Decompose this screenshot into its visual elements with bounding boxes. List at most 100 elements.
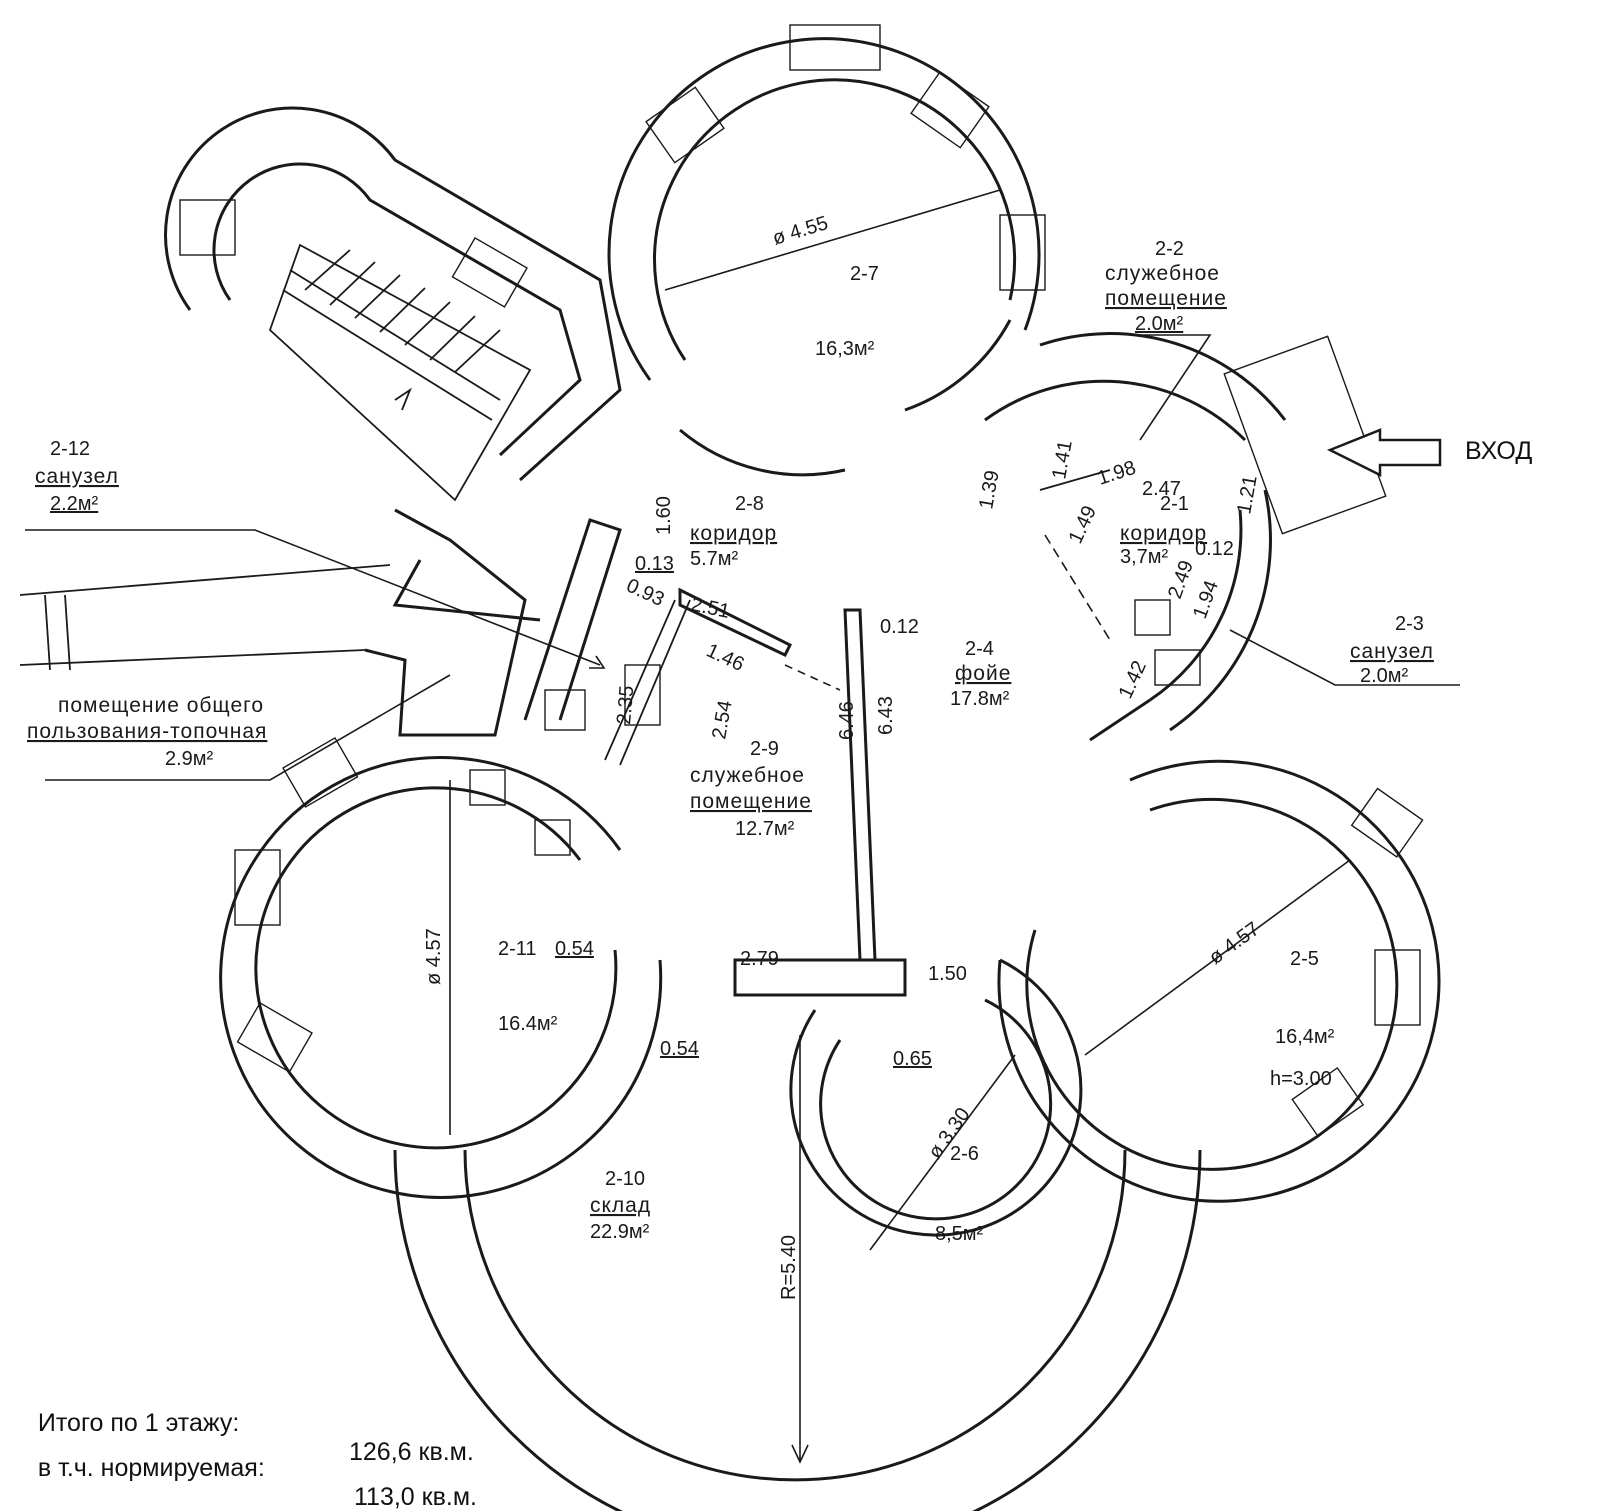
dim-len-142: 1.42 <box>1115 658 1151 703</box>
leader-lines <box>25 334 1460 781</box>
room-2-5-height: h=3.00 <box>1270 1068 1332 1090</box>
dim-len-013: 0.13 <box>635 553 674 575</box>
dim-len-247: 2.47 <box>1142 478 1181 500</box>
dim-len-065: 0.65 <box>893 1048 932 1070</box>
totals-line-1: Итого по 1 этажу: 126,6 кв.м. <box>24 1380 474 1467</box>
totals-line-1-label: Итого по 1 этажу: <box>37 1409 240 1437</box>
totals-line-2-value: 113,0 кв.м. <box>354 1483 477 1511</box>
room-2-6-id: 2-6 <box>950 1143 979 1165</box>
wall-room-2-6 <box>789 958 1083 1237</box>
totals-line-1-value: 126,6 кв.м. <box>349 1438 474 1466</box>
dim-d-2-11: ø 4.57 <box>423 928 445 985</box>
totals-line-2: в т.ч. нормируемая: 113,0 кв.м. <box>24 1425 477 1512</box>
dim-len-254: 2.54 <box>708 699 736 741</box>
room-2-6-label: 2-6 8,5м² <box>935 1143 984 1245</box>
room-2-8-id: 2-8 <box>735 493 764 515</box>
interior-partitions <box>364 508 907 997</box>
dim-len-251: 2.51 <box>689 593 732 623</box>
dimension-lines <box>449 189 1351 1464</box>
wall-room-2-7 <box>607 24 1046 477</box>
dim-len-012: 0.12 <box>880 616 919 638</box>
room-2-11-id: 2-11 <box>498 938 537 960</box>
dimension-labels: ø 4.55 ø 4.57 ø 4.57 ø 3.30 R=5.40 6.43 … <box>423 212 1264 1300</box>
dim-len-235: 2.35 <box>613 685 638 726</box>
room-2-4-area: 17.8м² <box>950 688 1010 710</box>
room-2-9-area: 12.7м² <box>735 818 795 840</box>
room-2-8-name: коридор <box>690 522 777 545</box>
room-boiler-area: 2.9м² <box>165 748 214 770</box>
dim-len-146: 1.46 <box>703 640 748 676</box>
room-2-7-id: 2-7 <box>850 263 879 285</box>
entrance-arrow-icon <box>1326 428 1442 478</box>
room-2-10-id: 2-10 <box>605 1168 645 1190</box>
room-2-1-name: коридор <box>1120 522 1207 545</box>
dim-len-139: 1.39 <box>975 469 1003 511</box>
room-2-3-name: санузел <box>1350 640 1434 663</box>
dim-len-141: 1.41 <box>1048 439 1076 481</box>
room-2-10-name: склад <box>590 1194 651 1217</box>
dim-d-2-7: ø 4.55 <box>770 212 831 250</box>
room-2-8-area: 5.7м² <box>690 548 739 570</box>
wall-entry-cluster <box>984 332 1387 742</box>
room-2-1-area: 3,7м² <box>1120 546 1169 568</box>
dim-d-2-5: ø 4.57 <box>1205 918 1264 969</box>
room-2-1-label: 2-1 коридор 3,7м² <box>1120 493 1207 568</box>
room-2-12-id: 2-12 <box>50 438 90 460</box>
dim-len-646: 6.46 <box>836 701 858 740</box>
wall-room-2-5 <box>997 759 1441 1203</box>
room-2-12-label: 2-12 санузел 2.2м² <box>35 438 119 515</box>
dim-len-093: 0.93 <box>623 575 668 611</box>
room-boiler-name2: пользования-топочная <box>27 720 267 743</box>
dim-len-160: 1.60 <box>653 496 675 535</box>
room-2-2-id: 2-2 <box>1155 238 1184 260</box>
room-2-4-label: 2-4 фойе 17.8м² <box>950 638 1011 710</box>
room-2-3-id: 2-3 <box>1395 613 1424 635</box>
room-2-5-label: 2-5 16,4м² h=3.00 <box>1270 948 1335 1090</box>
room-2-9-label: 2-9 служебное помещение 12.7м² <box>690 738 812 840</box>
dim-len-054a: 0.54 <box>555 938 594 960</box>
room-2-11-label: 2-11 16.4м² <box>498 938 558 1035</box>
room-2-4-name: фойе <box>955 662 1011 685</box>
room-2-7-area: 16,3м² <box>815 338 875 360</box>
entrance-label: ВХОД <box>1465 437 1533 465</box>
dim-len-643: 6.43 <box>875 696 897 735</box>
stair-steps <box>268 243 532 502</box>
room-2-5-id: 2-5 <box>1290 948 1319 970</box>
dim-len-149: 1.49 <box>1065 503 1101 548</box>
dim-r-2-10: R=5.40 <box>778 1235 800 1300</box>
room-2-11-area: 16.4м² <box>498 1013 558 1035</box>
wall-room-2-11 <box>219 736 663 1199</box>
dim-len-121: 1.21 <box>1233 474 1261 516</box>
room-2-2-name1: служебное <box>1105 262 1220 285</box>
room-2-12-name: санузел <box>35 465 119 488</box>
room-2-10-area: 22.9м² <box>590 1221 650 1243</box>
room-2-5-area: 16,4м² <box>1275 1026 1335 1048</box>
room-2-9-name1: служебное <box>690 764 805 787</box>
totals-line-2-label: в т.ч. нормируемая: <box>37 1454 265 1482</box>
room-2-8-label: 2-8 коридор 5.7м² <box>690 493 777 570</box>
room-2-1-id: 2-1 <box>1160 493 1189 515</box>
dim-len-198: 1.98 <box>1095 457 1139 490</box>
dim-len-249: 2.49 <box>1164 558 1198 602</box>
dim-len-279: 2.79 <box>740 948 779 970</box>
room-2-7-label: 2-7 16,3м² <box>815 263 879 360</box>
room-boiler-name1: помещение общего <box>58 694 264 717</box>
room-2-10-label: 2-10 склад 22.9м² <box>590 1168 651 1243</box>
dim-len-054b: 0.54 <box>660 1038 699 1060</box>
wall-left-stub <box>19 564 391 671</box>
room-2-2-label: 2-2 служебное помещение 2.0м² <box>1105 238 1227 335</box>
room-2-2-name2: помещение <box>1105 287 1227 310</box>
dim-len-012b: 0.12 <box>1195 538 1234 560</box>
room-2-2-area: 2.0м² <box>1135 313 1184 335</box>
wall-stair-tower <box>164 106 622 502</box>
room-2-9-id: 2-9 <box>750 738 779 760</box>
room-2-12-area: 2.2м² <box>50 493 99 515</box>
room-2-9-name2: помещение <box>690 790 812 813</box>
room-boiler-label: помещение общего пользования-топочная 2.… <box>27 694 267 770</box>
room-2-6-area: 8,5м² <box>935 1223 984 1245</box>
room-2-4-id: 2-4 <box>965 638 994 660</box>
room-2-3-area: 2.0м² <box>1360 665 1409 687</box>
wall-outer-arc <box>393 1149 1202 1511</box>
dim-len-194: 1.94 <box>1189 578 1223 622</box>
